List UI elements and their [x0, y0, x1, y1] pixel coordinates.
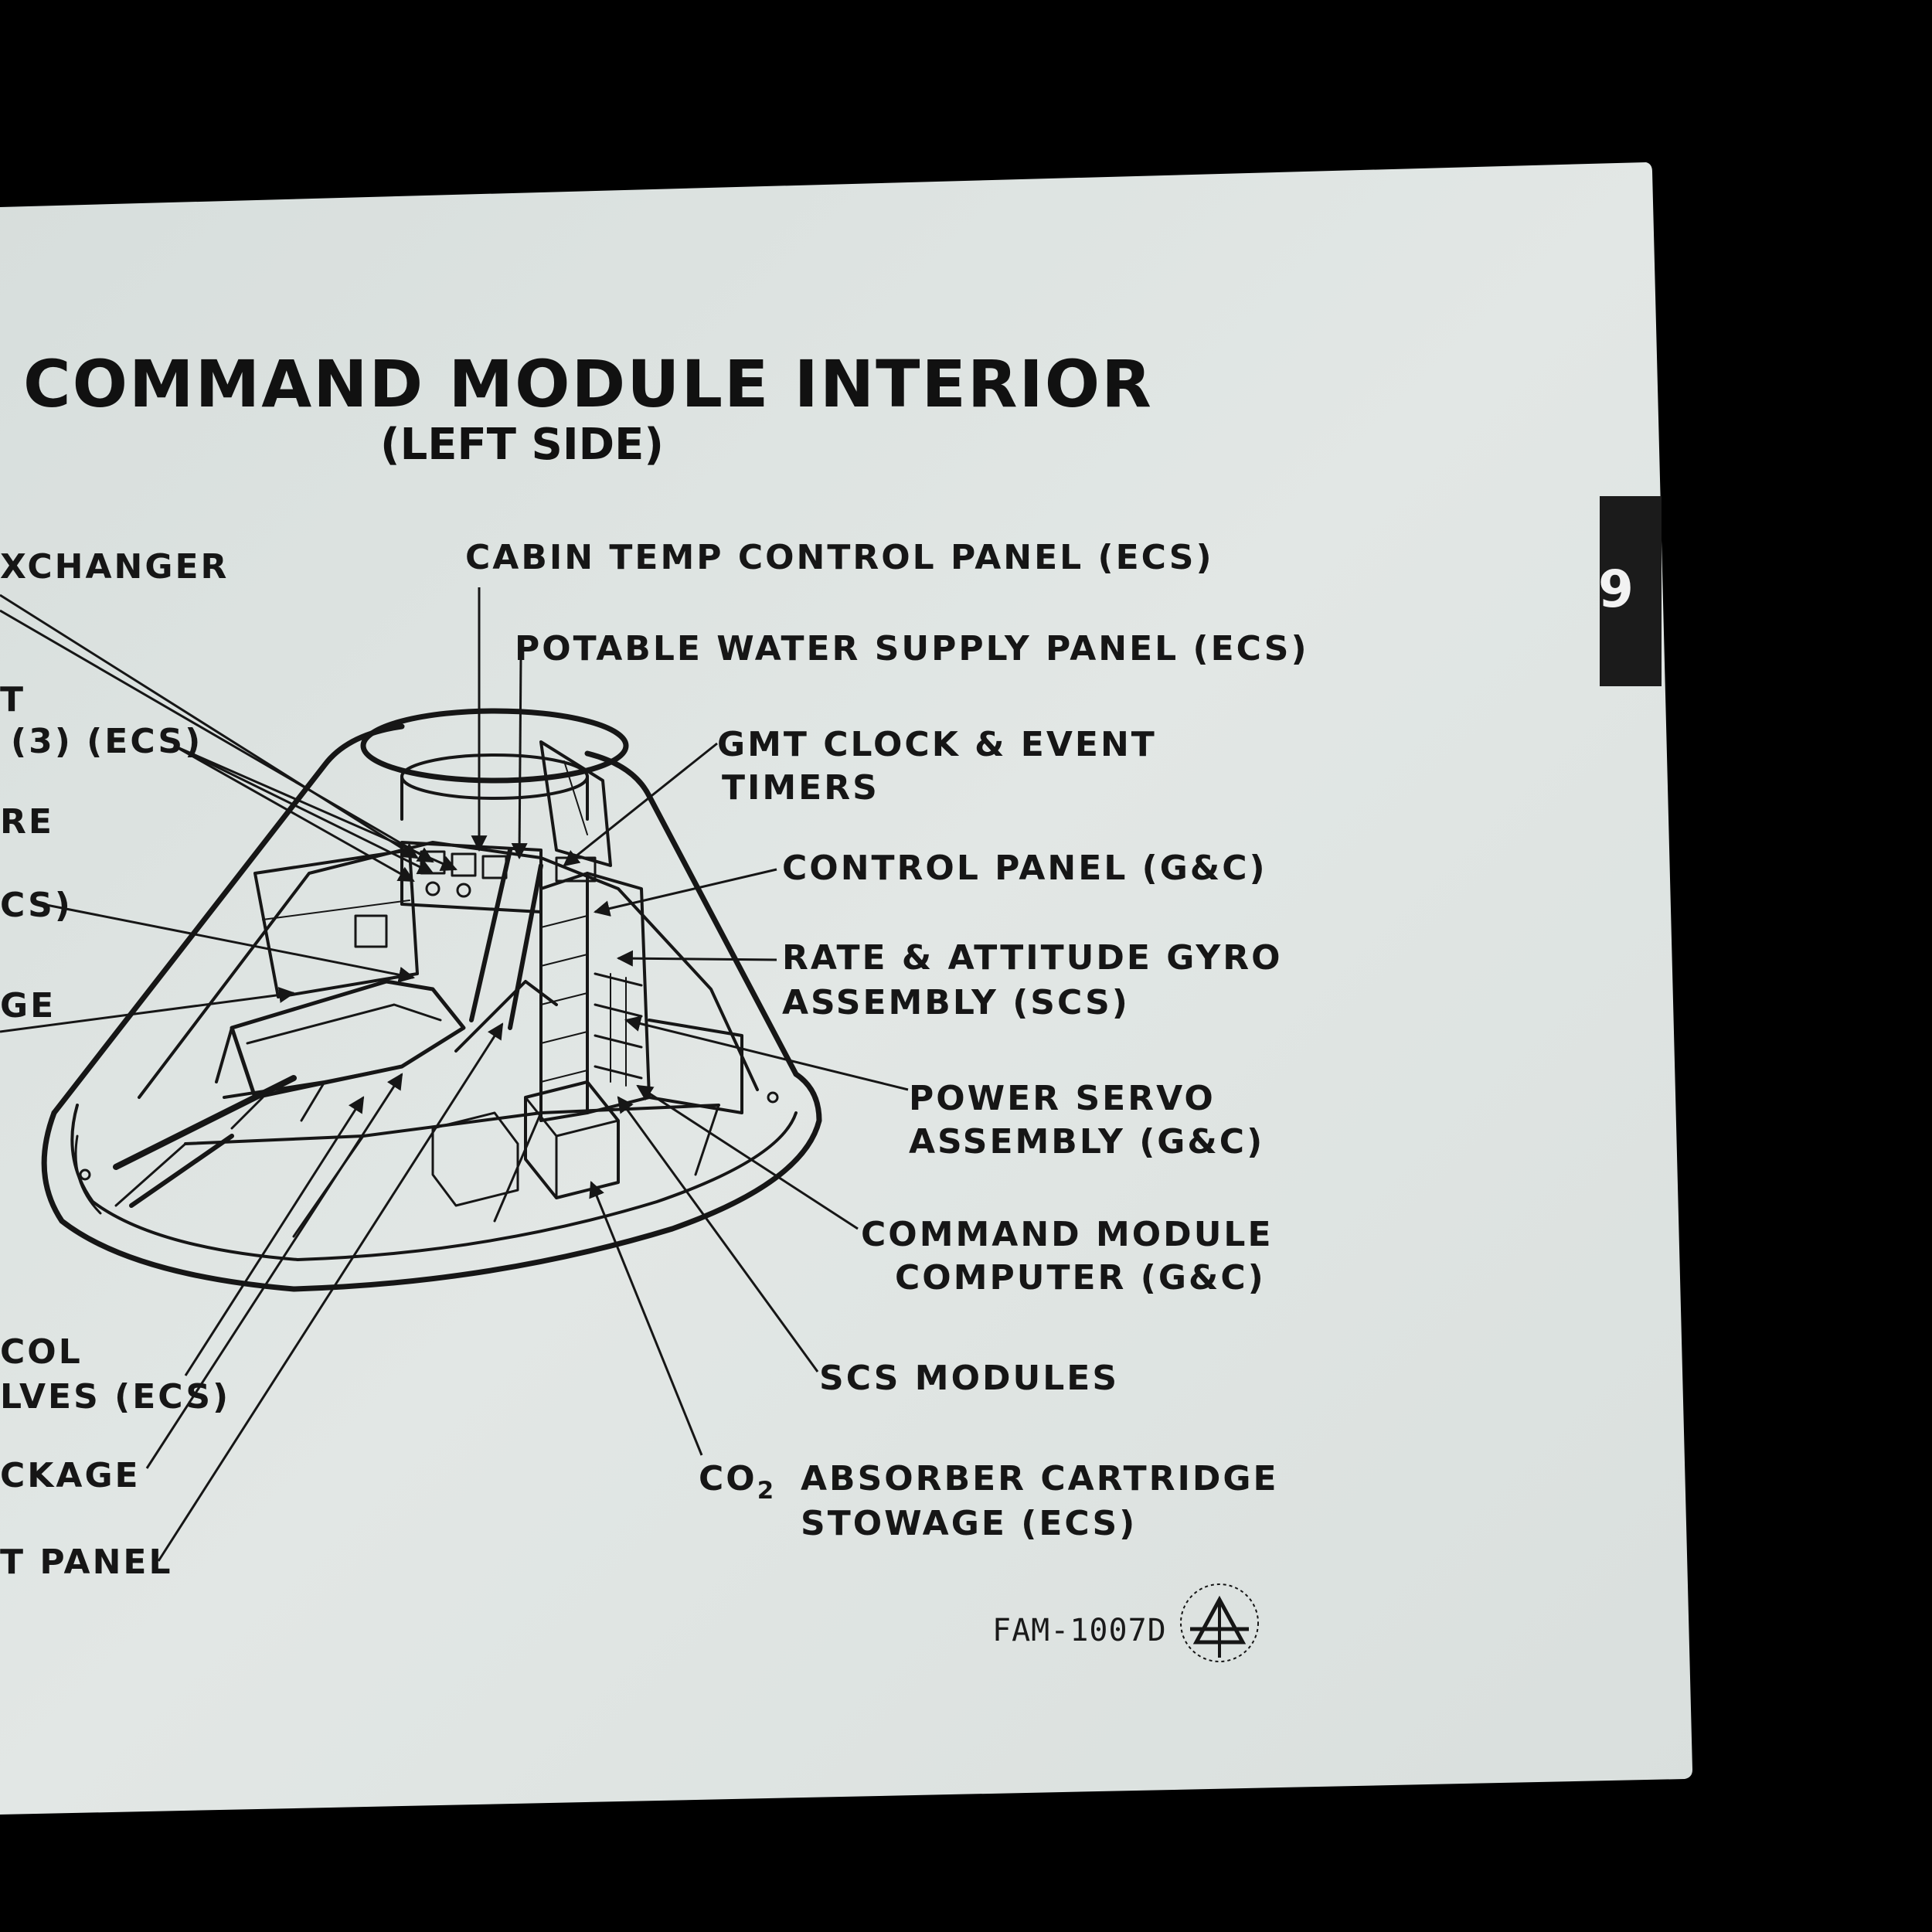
label-power-servo-line1: POWER SERVO [909, 1079, 1216, 1118]
command-module-illustration [41, 708, 822, 1292]
document-reference: FAM-1007D [992, 1613, 1167, 1648]
label-cabin-temp-control-panel: CABIN TEMP CONTROL PANEL (ECS) [465, 538, 1214, 577]
label-valves-3-ecs: (3) (ECS) [11, 722, 203, 761]
label-control-panel-gc: CONTROL PANEL (G&C) [782, 849, 1267, 888]
page-title: COMMAND MODULE INTERIOR [23, 346, 1153, 422]
label-rate-gyro-line1: RATE & ATTITUDE GYRO [782, 938, 1283, 978]
label-co2-absorber-line1: CO2 [699, 1462, 774, 1503]
label-cut-t: T [0, 680, 26, 719]
label-cut-ge: GE [0, 986, 56, 1026]
label-rate-gyro-line2: ASSEMBLY (SCS) [782, 983, 1130, 1022]
label-gmt-clock-line1: GMT CLOCK & EVENT [717, 725, 1157, 764]
label-gmt-clock-line2: TIMERS [722, 768, 879, 808]
leader-lines [0, 587, 909, 1562]
label-cut-valves-ecs: LVES (ECS) [0, 1377, 231, 1417]
page-subtitle: (LEFT SIDE) [380, 420, 664, 470]
section-tab [1600, 496, 1662, 686]
label-cut-panel: T PANEL [0, 1543, 173, 1582]
apollo-logistics-logo [1180, 1583, 1259, 1662]
section-tab-number: 9 [1598, 560, 1634, 619]
label-cut-cs: CS) [0, 886, 73, 925]
label-cm-computer-line1: COMMAND MODULE [861, 1215, 1274, 1254]
co2-subscript: 2 [757, 1476, 774, 1505]
label-power-servo-line2: ASSEMBLY (G&C) [909, 1122, 1265, 1162]
label-co2-absorber-cartridge: ABSORBER CARTRIDGE [801, 1459, 1279, 1498]
label-cut-package: CKAGE [0, 1456, 141, 1495]
label-cm-computer-line2: COMPUTER (G&C) [895, 1258, 1266, 1298]
label-cut-re: RE [0, 802, 54, 842]
label-heat-exchanger: XCHANGER [0, 547, 230, 587]
co2-prefix: CO [699, 1459, 757, 1498]
label-potable-water-supply-panel: POTABLE WATER SUPPLY PANEL (ECS) [515, 629, 1309, 668]
label-cut-col: COL [0, 1332, 83, 1372]
paper-sheet [0, 162, 1692, 1815]
label-scs-modules: SCS MODULES [819, 1359, 1120, 1398]
label-co2-stowage: STOWAGE (ECS) [801, 1504, 1138, 1543]
